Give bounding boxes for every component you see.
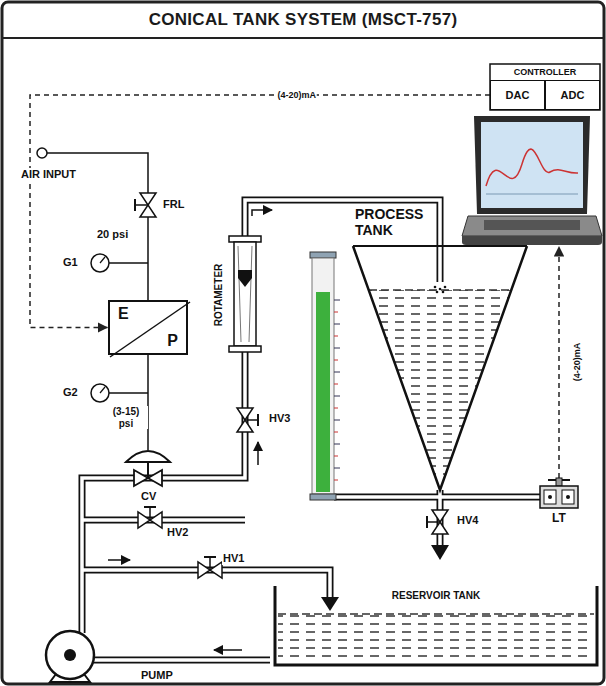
- hand-valve: [427, 510, 448, 534]
- component-label: (3-15) psi: [104, 406, 148, 429]
- pump: [46, 631, 94, 682]
- signal-label: (4-20)mA: [572, 342, 582, 383]
- scale-tick: [334, 444, 340, 445]
- scale-tick: [334, 468, 340, 469]
- component-label: FRL: [162, 198, 185, 211]
- reservoir-tank: RESERVOIR TANK: [272, 580, 600, 668]
- scale-tick: [334, 456, 338, 457]
- component-label: CV: [140, 490, 157, 503]
- flow-arrow: [108, 210, 272, 650]
- component-label: G1: [62, 256, 79, 269]
- air-line: [37, 148, 148, 450]
- node-text: E: [118, 305, 129, 323]
- hand-valve: [237, 408, 258, 432]
- signal-line: [558, 246, 560, 478]
- flow-arrowhead: [321, 545, 449, 611]
- hand-valve: [138, 507, 162, 528]
- converter-cell: DAC: [490, 80, 545, 110]
- component-label: AIR INPUT: [20, 168, 77, 181]
- frl-valve: [135, 193, 156, 217]
- scale-tick: [334, 324, 340, 325]
- ep-converter: EP: [108, 300, 188, 355]
- component-label: HV3: [268, 412, 291, 425]
- scale-tick: [334, 432, 338, 433]
- control-valve: [126, 451, 170, 486]
- scale-tick: [334, 408, 338, 409]
- node-text: P: [167, 332, 178, 350]
- node-text: RESERVOIR TANK: [272, 590, 600, 602]
- node-text: CONTROLLER: [490, 67, 600, 77]
- component-label: G2: [62, 386, 79, 399]
- converter-cell: ADC: [545, 80, 600, 110]
- component-label: HV1: [222, 552, 245, 565]
- scale-tick: [334, 300, 340, 301]
- component-label: HV4: [456, 514, 479, 527]
- scale-tick: [334, 372, 340, 373]
- level-sight-glass: [310, 252, 336, 500]
- scale-tick: [334, 480, 338, 481]
- component-label: ROTAMETER: [213, 263, 225, 328]
- scale-tick: [334, 312, 338, 313]
- node-text: ADC: [561, 89, 585, 102]
- scale-ticks: [334, 300, 340, 480]
- scale-tick: [334, 336, 338, 337]
- scale-tick: [334, 384, 338, 385]
- signal-label: (4-20)mA: [277, 90, 318, 100]
- diagram-title: CONICAL TANK SYSTEM (MSCT-757): [149, 10, 458, 30]
- process-tank: PROCESS TANK: [345, 206, 545, 496]
- scale-tick: [334, 360, 338, 361]
- scale-tick: [334, 420, 340, 421]
- rotameter: [229, 236, 261, 352]
- level-transmitter: LT: [528, 478, 590, 534]
- node-text: PROCESS TANK: [355, 206, 429, 238]
- scale-tick: [334, 348, 340, 349]
- controller-unit: CONTROLLER DAC ADC: [462, 64, 602, 246]
- process-tank-shape: [345, 206, 545, 496]
- title-bar: CONICAL TANK SYSTEM (MSCT-757): [3, 3, 603, 39]
- component-label: HV2: [166, 526, 189, 539]
- level-transmitter-shape: [528, 478, 590, 534]
- node-text: DAC: [506, 89, 530, 102]
- node-text: LT: [528, 512, 590, 526]
- scale-tick: [334, 396, 340, 397]
- component-label: PUMP: [140, 669, 174, 682]
- hand-valve: [198, 557, 222, 578]
- component-label: 20 psi: [96, 228, 129, 241]
